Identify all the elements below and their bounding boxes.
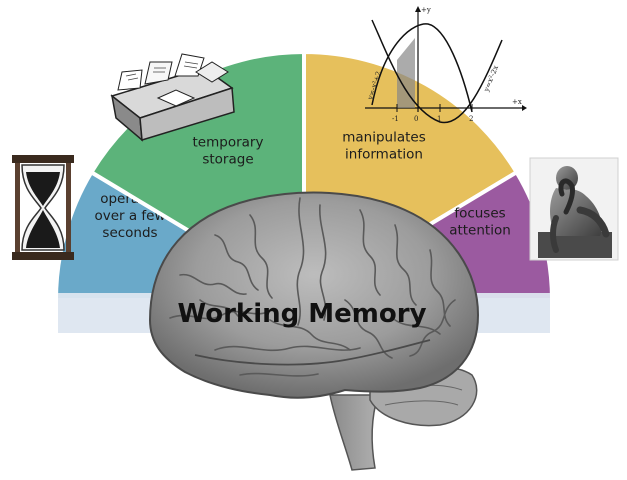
segment-manipulate-line-0: manipulates xyxy=(342,130,426,146)
file-box-icon xyxy=(110,53,235,142)
segment-time-line-1: over a few xyxy=(94,208,165,224)
graph-y-label: +y xyxy=(421,6,431,14)
segment-storage-line-0: temporary xyxy=(193,135,264,151)
graph-tick-neg1: -1 xyxy=(392,115,399,123)
brain-illustration xyxy=(148,191,480,471)
math-graph-icon: +y +x -1 0 1 2 y=-x²+2 y=x²-2x xyxy=(365,6,527,124)
hourglass-icon xyxy=(12,155,74,260)
graph-tick-1: 1 xyxy=(437,115,441,123)
segment-manipulate-line-1: information xyxy=(345,147,423,163)
segment-attention-line-1: attention xyxy=(449,223,511,239)
graph-tick-2: 2 xyxy=(469,115,473,123)
segment-attention-line-0: focuses xyxy=(454,206,505,222)
segment-storage-line-1: storage xyxy=(202,152,253,168)
graph-tick-0: 0 xyxy=(414,115,418,123)
title-text: Working Memory xyxy=(177,299,426,329)
thinker-statue-icon xyxy=(529,157,619,261)
segment-time-line-2: seconds xyxy=(102,225,157,241)
graph-x-label: +x xyxy=(512,98,522,106)
